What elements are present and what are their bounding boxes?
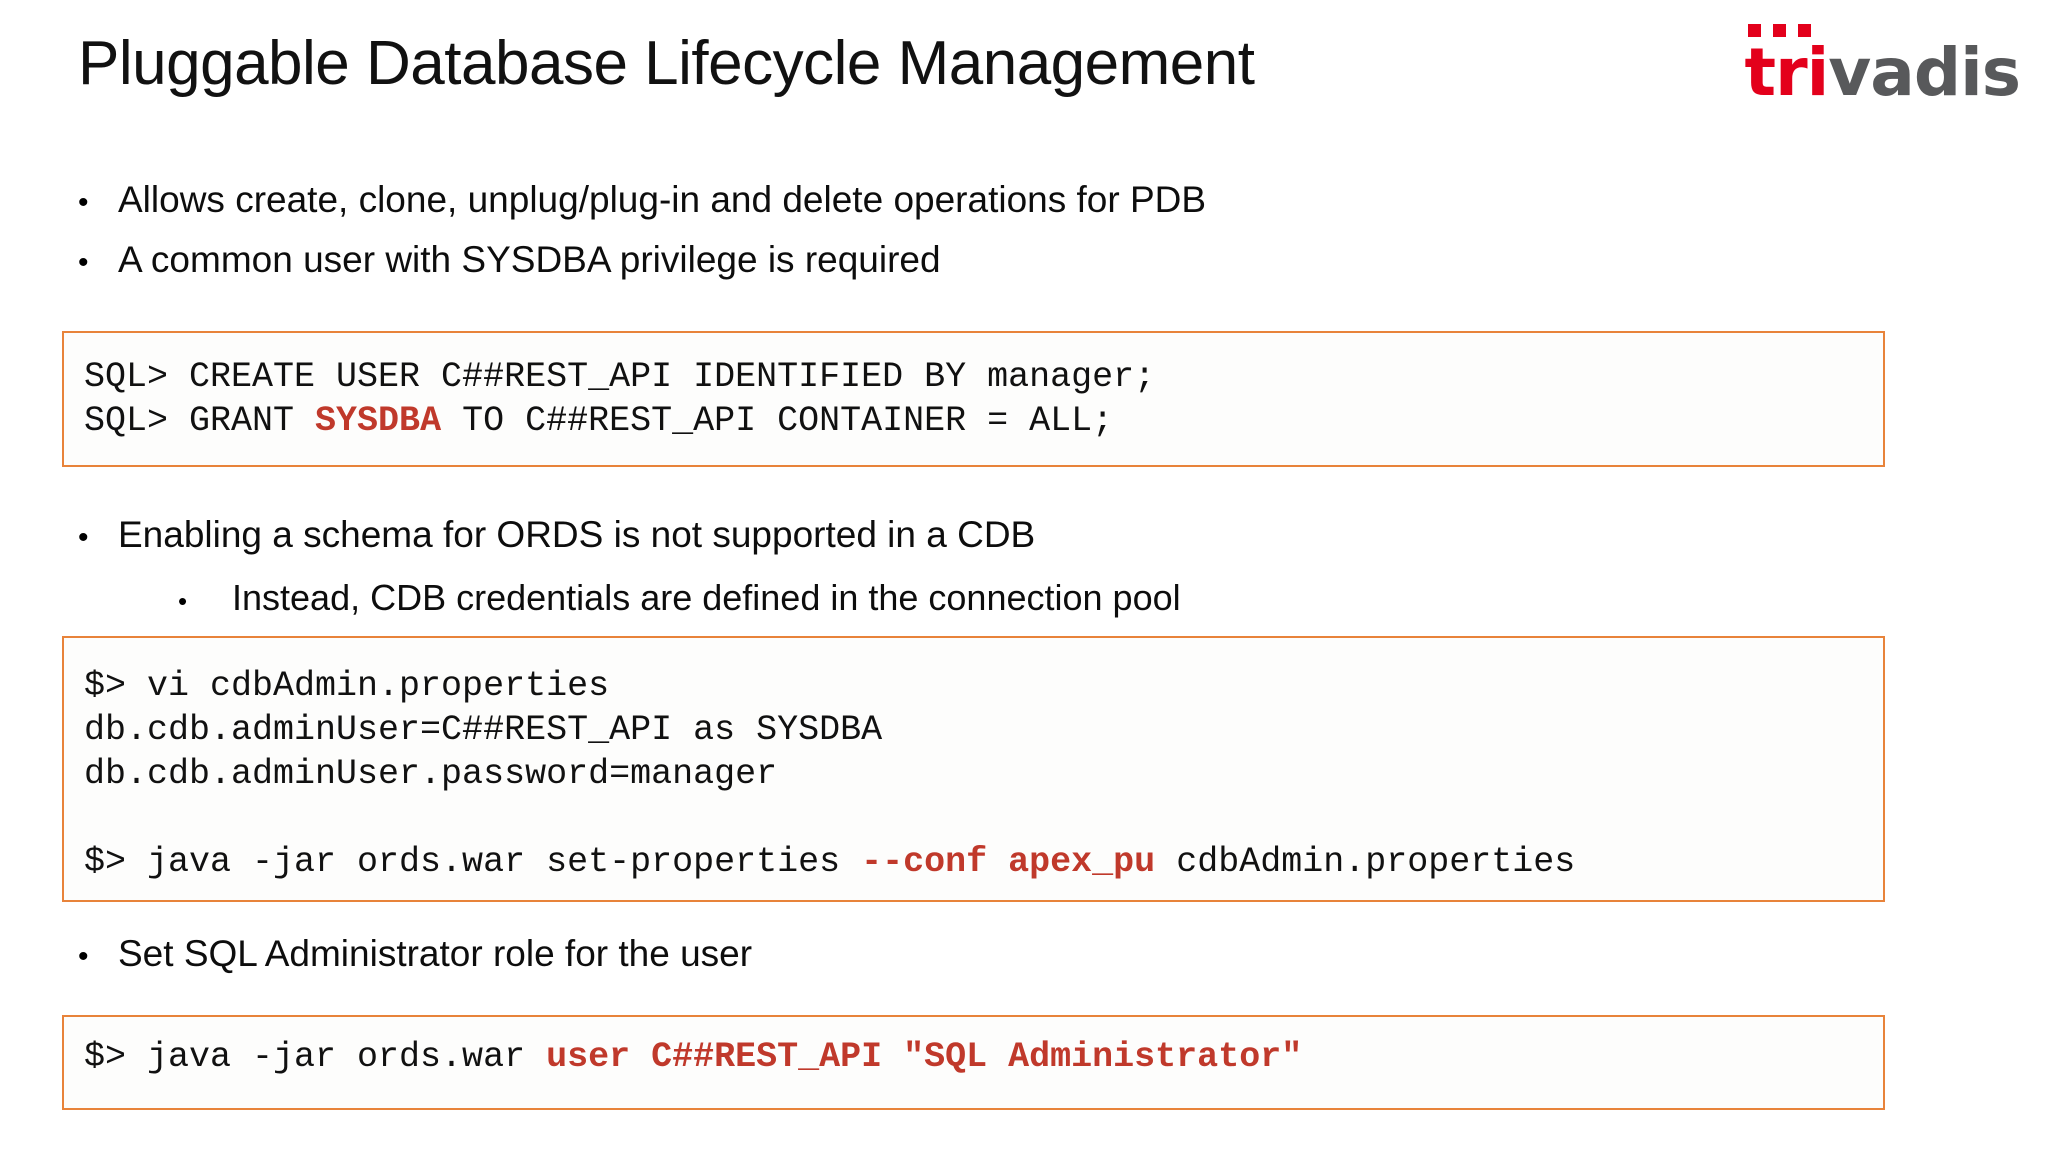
code-line: SQL> GRANT SYSDBA TO C##REST_API CONTAIN… [84,399,1883,443]
code-line: db.cdb.adminUser=C##REST_API as SYSDBA [84,708,1883,752]
page-title: Pluggable Database Lifecycle Management [78,29,1255,98]
bullet-item-4-sub: • Instead, CDB credentials are defined i… [178,576,1181,619]
code-text: TO C##REST_API CONTAINER = ALL; [441,401,1114,441]
bullet-text-2: A common user with SYSDBA privilege is r… [118,239,941,280]
code-text: cdbAdmin.properties [1155,842,1576,882]
code-block-create-user: SQL> CREATE USER C##REST_API IDENTIFIED … [62,331,1885,467]
code-highlight: user C##REST_API "SQL Administrator" [546,1037,1303,1077]
bullet-text-5: Set SQL Administrator role for the user [118,933,753,974]
bullet-item-1: • Allows create, clone, unplug/plug-in a… [78,178,1206,222]
code-block-sql-administrator-role: $> java -jar ords.war user C##REST_API "… [62,1015,1885,1110]
bullet-dot-icon: • [78,246,89,279]
bullet-text-3: Enabling a schema for ORDS is not suppor… [118,514,1036,555]
bullet-item-3: • Enabling a schema for ORDS is not supp… [78,513,1035,557]
code-text: $> vi cdbAdmin.properties [84,666,610,706]
logo-dot-t-icon [1747,24,1761,37]
code-text: db.cdb.adminUser=C##REST_API as SYSDBA [84,710,883,750]
logo-dots-icon [1747,24,1811,37]
bullet-item-5: • Set SQL Administrator role for the use… [78,932,752,976]
bullet-text-1: Allows create, clone, unplug/plug-in and… [118,179,1207,220]
code-text: $> java -jar ords.war set-properties [84,842,862,882]
code-line: $> java -jar ords.war user C##REST_API "… [84,1035,1883,1079]
logo-text-vadis: vadis [1828,34,2021,111]
code-text: db.cdb.adminUser.password=manager [84,754,778,794]
code-line: SQL> CREATE USER C##REST_API IDENTIFIED … [84,355,1883,399]
logo-dot-r-icon [1772,24,1786,37]
code-text: SQL> GRANT [84,401,316,441]
code-highlight: SYSDBA [315,401,442,441]
code-text: SQL> CREATE USER C##REST_API IDENTIFIED … [84,357,1156,397]
bullet-dot-icon: • [78,940,89,973]
trivadis-logo: trivadis [1745,24,2021,106]
code-text: $> java -jar ords.war [84,1037,547,1077]
logo-dot-i-icon [1797,24,1811,37]
code-highlight: --conf apex_pu [861,842,1156,882]
code-line: $> vi cdbAdmin.properties [84,664,1883,708]
bullet-dot-icon: • [178,586,188,616]
code-line [84,796,1883,840]
logo-wordmark: trivadis [1745,24,2021,106]
code-line: db.cdb.adminUser.password=manager [84,752,1883,796]
bullet-dot-icon: • [78,521,89,554]
bullet-text-4: Instead, CDB credentials are defined in … [232,577,1181,618]
slide-header: Pluggable Database Lifecycle Management … [0,0,2048,150]
bullet-dot-icon: • [78,186,89,219]
logo-text-tri: tri [1744,34,1830,111]
bullet-item-2: • A common user with SYSDBA privilege is… [78,238,941,282]
code-line: $> java -jar ords.war set-properties --c… [84,840,1883,884]
